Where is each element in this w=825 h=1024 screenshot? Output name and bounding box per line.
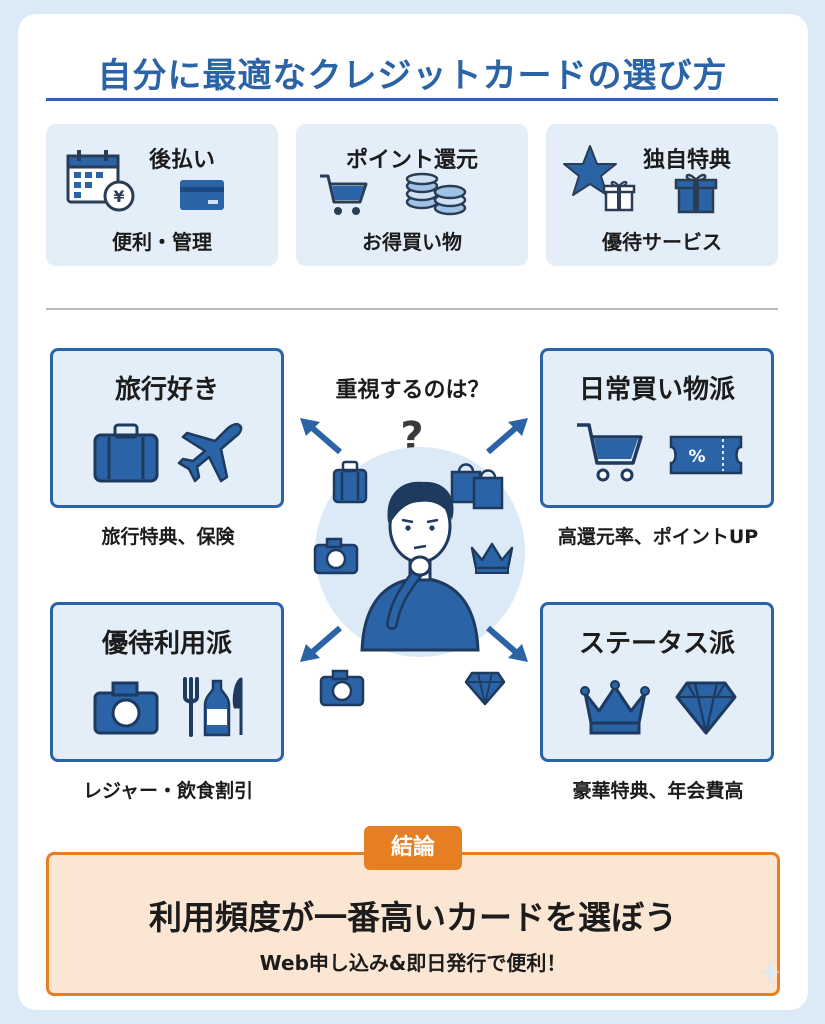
- feature-title: 後払い: [148, 148, 215, 173]
- feature-caption: お得買い物: [362, 230, 462, 254]
- arrow-up-right-icon: [486, 418, 528, 455]
- coins-icon: [405, 172, 467, 216]
- sparkle-icon: [760, 960, 780, 984]
- yen-symbol: ¥: [113, 187, 124, 206]
- crown-icon: [580, 680, 650, 735]
- camera-icon: [93, 681, 159, 735]
- discount-ticket-icon: %: [669, 435, 743, 475]
- airplane-icon: [177, 422, 243, 483]
- section-divider: [46, 308, 778, 310]
- persona-title: 優待利用派: [101, 629, 232, 659]
- persona-card-perks: 優待利用派: [50, 602, 284, 762]
- center-question: 重視するのは？: [335, 378, 490, 403]
- conclusion-badge: 結論: [364, 826, 462, 870]
- dining-icon: [183, 677, 243, 737]
- shopping-bags-icon: [450, 463, 504, 510]
- suitcase-small-icon: [332, 460, 368, 504]
- persona-title: 旅行好き: [114, 375, 219, 405]
- suitcase-icon: [93, 423, 159, 483]
- persona-card-shopping: 日常買い物派 %: [540, 348, 774, 508]
- persona-card-travel: 旅行好き: [50, 348, 284, 508]
- page-title: 自分に最適なクレジットカードの選び方: [97, 56, 728, 96]
- persona-caption: レジャー・飲食割引: [82, 780, 254, 802]
- credit-card-icon: [180, 180, 224, 210]
- percent-symbol: %: [688, 447, 705, 467]
- star-icon: [563, 145, 617, 196]
- shopping-cart-icon: [320, 174, 368, 215]
- arrow-down-left-icon: [300, 625, 342, 662]
- crown-small-icon: [470, 542, 514, 574]
- persona-caption: 豪華特典、年会費高: [572, 780, 744, 802]
- feature-caption: 便利・管理: [112, 230, 212, 254]
- persona-title: 日常買い物派: [578, 375, 735, 405]
- persona-title: ステータス派: [578, 629, 735, 659]
- persona-caption: 旅行特典、保険: [101, 526, 235, 548]
- arrow-up-left-icon: [300, 418, 342, 455]
- camera-lower-icon: [319, 669, 365, 707]
- gift-box-icon: [674, 173, 718, 214]
- feature-card-benefits: 独自特典 優待サービス: [546, 124, 778, 266]
- feature-caption: 優待サービス: [602, 230, 722, 254]
- calendar-yen-icon: ¥: [66, 150, 135, 212]
- diamond-small-icon: [464, 671, 506, 706]
- feature-card-points: ポイント還元 お得買い物: [296, 124, 528, 266]
- conclusion-box: 利用頻度が一番高いカードを選ぼう Web申し込み&即日発行で便利！: [46, 852, 780, 996]
- title-underline: [46, 98, 778, 101]
- feature-title: ポイント還元: [345, 148, 478, 173]
- persona-caption: 高還元率、ポイントUP: [557, 526, 759, 548]
- camera-small-icon: [313, 537, 359, 575]
- persona-card-status: ステータス派: [540, 602, 774, 762]
- diamond-icon: [675, 681, 737, 735]
- conclusion-main-text: 利用頻度が一番高いカードを選ぼう: [149, 898, 677, 937]
- shopping-cart-large-icon: [577, 423, 643, 482]
- feature-title: 独自特典: [642, 148, 731, 173]
- conclusion-sub-text: Web申し込み&即日発行で便利！: [259, 951, 567, 975]
- small-gift-icon: [602, 180, 636, 212]
- feature-card-deferred-payment: 後払い ¥ 便利・管理: [46, 124, 278, 266]
- arrow-down-right-icon: [486, 625, 528, 662]
